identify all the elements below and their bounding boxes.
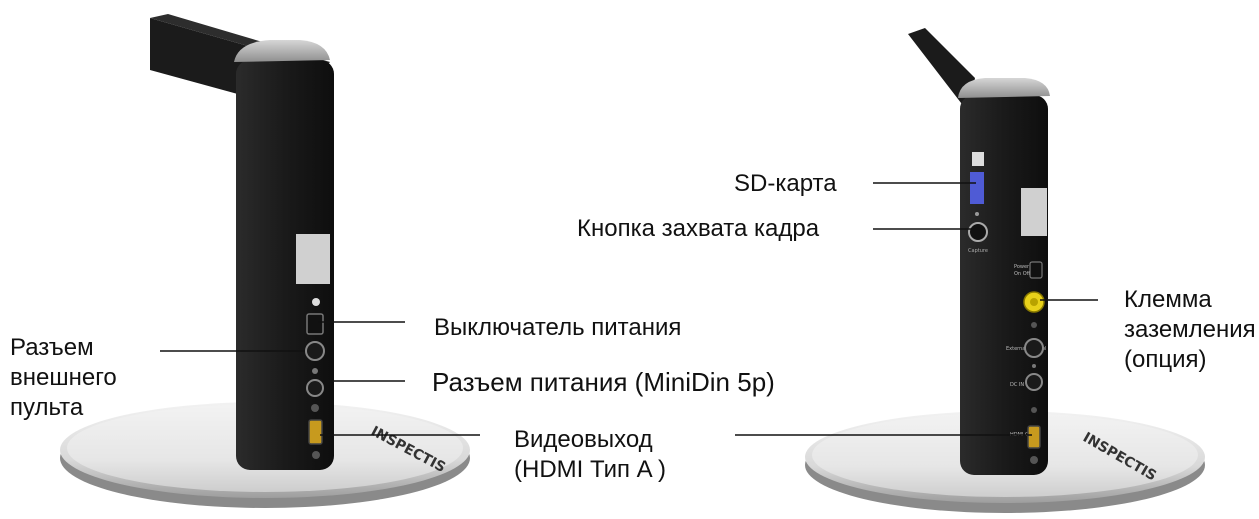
right-cap — [958, 78, 1050, 98]
svg-text:Power: Power — [1014, 264, 1030, 270]
left-cap — [234, 40, 330, 62]
left-remote-port — [305, 341, 325, 361]
svg-text:DC IN: DC IN — [1010, 382, 1024, 388]
svg-text:On Off: On Off — [1014, 271, 1031, 277]
right-device: INSPECTIS Capture Power On Off External … — [805, 28, 1205, 513]
right-hdmi-port — [1027, 425, 1041, 449]
label-power-connector: Разъем питания (MiniDin 5p) — [432, 367, 775, 397]
svg-text:Capture: Capture — [968, 248, 988, 254]
right-remote-port — [1024, 338, 1044, 358]
right-power-switch — [1029, 261, 1043, 279]
left-hdmi-port — [308, 419, 323, 445]
right-arm — [908, 28, 975, 112]
left-power-port — [306, 379, 324, 397]
label-ground-terminal: Клемма заземления (опция) — [1124, 286, 1256, 373]
right-capture-button — [968, 222, 988, 242]
right-label-plate — [1021, 188, 1047, 236]
label-external-remote-connector: Разъем внешнего пульта — [10, 334, 117, 421]
left-label-plate — [296, 234, 330, 284]
label-video-out: Видеовыход (HDMI Тип A ) — [514, 426, 667, 483]
label-power-switch: Выключатель питания — [434, 314, 682, 341]
left-device: INSPECTIS — [60, 14, 470, 508]
label-sd-card: SD-карта — [734, 170, 837, 197]
left-power-switch — [306, 313, 324, 335]
right-power-port — [1025, 373, 1043, 391]
left-column — [236, 60, 334, 470]
right-sd-slot — [970, 172, 984, 204]
left-base — [60, 402, 470, 508]
leader-lines — [160, 182, 1098, 436]
label-capture-button: Кнопка захвата кадра — [577, 215, 820, 242]
